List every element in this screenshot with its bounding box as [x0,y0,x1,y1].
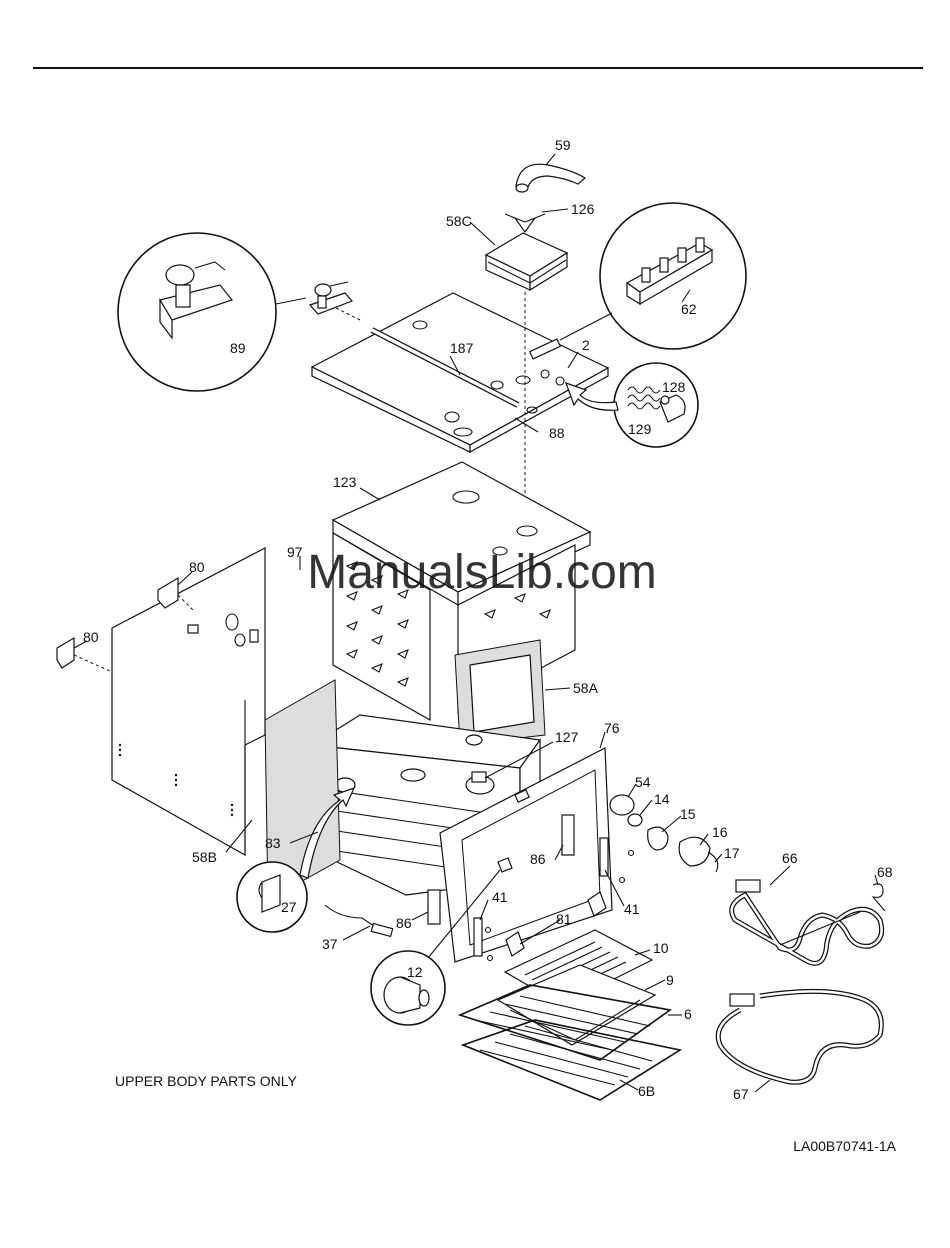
label-128: 128 [662,379,686,395]
label-129: 129 [628,421,652,437]
label-126: 126 [571,201,595,217]
label-37: 37 [322,936,338,952]
insulation-58A [455,640,545,745]
label-41a: 41 [492,889,508,905]
label-59: 59 [555,137,571,153]
label-83: 83 [265,835,281,851]
label-81: 81 [556,911,572,927]
receiver-41a [474,918,482,956]
hinge-86a [428,890,440,924]
label-17: 17 [724,845,740,861]
diagram-code: LA00B70741-1A [793,1138,896,1154]
bracket-80b [57,638,74,668]
element-66 [732,880,882,963]
label-187: 187 [450,340,474,356]
label-6: 6 [684,1006,692,1022]
label-68: 68 [877,864,893,880]
label-97: 97 [287,544,303,560]
label-58C: 58C [446,213,472,229]
label-88: 88 [549,425,565,441]
arrow-to-panel [566,383,618,410]
watermark: ManualsLib.com [307,546,657,599]
label-54: 54 [635,774,651,790]
callout-62 [560,203,746,349]
clip-68 [873,884,885,911]
hinge-86b [562,815,574,855]
insulation-58C [486,233,567,290]
label-15: 15 [680,806,696,822]
label-12: 12 [407,964,423,980]
label-58A: 58A [573,680,599,696]
label-67: 67 [733,1086,749,1102]
callout-128-129 [614,363,698,447]
label-41b: 41 [624,901,640,917]
label-76: 76 [604,720,620,736]
clip-126 [505,214,545,232]
label-2: 2 [582,337,590,353]
label-80a: 80 [189,559,205,575]
callout-89 [118,233,306,391]
label-58B: 58B [192,849,217,865]
side-panel-97 [112,548,340,900]
label-123: 123 [333,474,357,490]
receiver-41b [600,838,608,876]
label-10: 10 [653,940,669,956]
label-27: 27 [281,899,297,915]
label-6B: 6B [638,1083,655,1099]
label-86b: 86 [530,851,546,867]
label-89: 89 [230,340,246,356]
label-62: 62 [681,301,697,317]
label-66: 66 [782,850,798,866]
footer-note: UPPER BODY PARTS ONLY [115,1073,297,1089]
element-67 [718,991,881,1082]
label-80b: 80 [83,629,99,645]
thermostat-89 [310,282,352,314]
label-86a: 86 [396,915,412,931]
label-9: 9 [666,972,674,988]
label-16: 16 [712,824,728,840]
label-127: 127 [555,729,579,745]
label-14: 14 [654,791,670,807]
